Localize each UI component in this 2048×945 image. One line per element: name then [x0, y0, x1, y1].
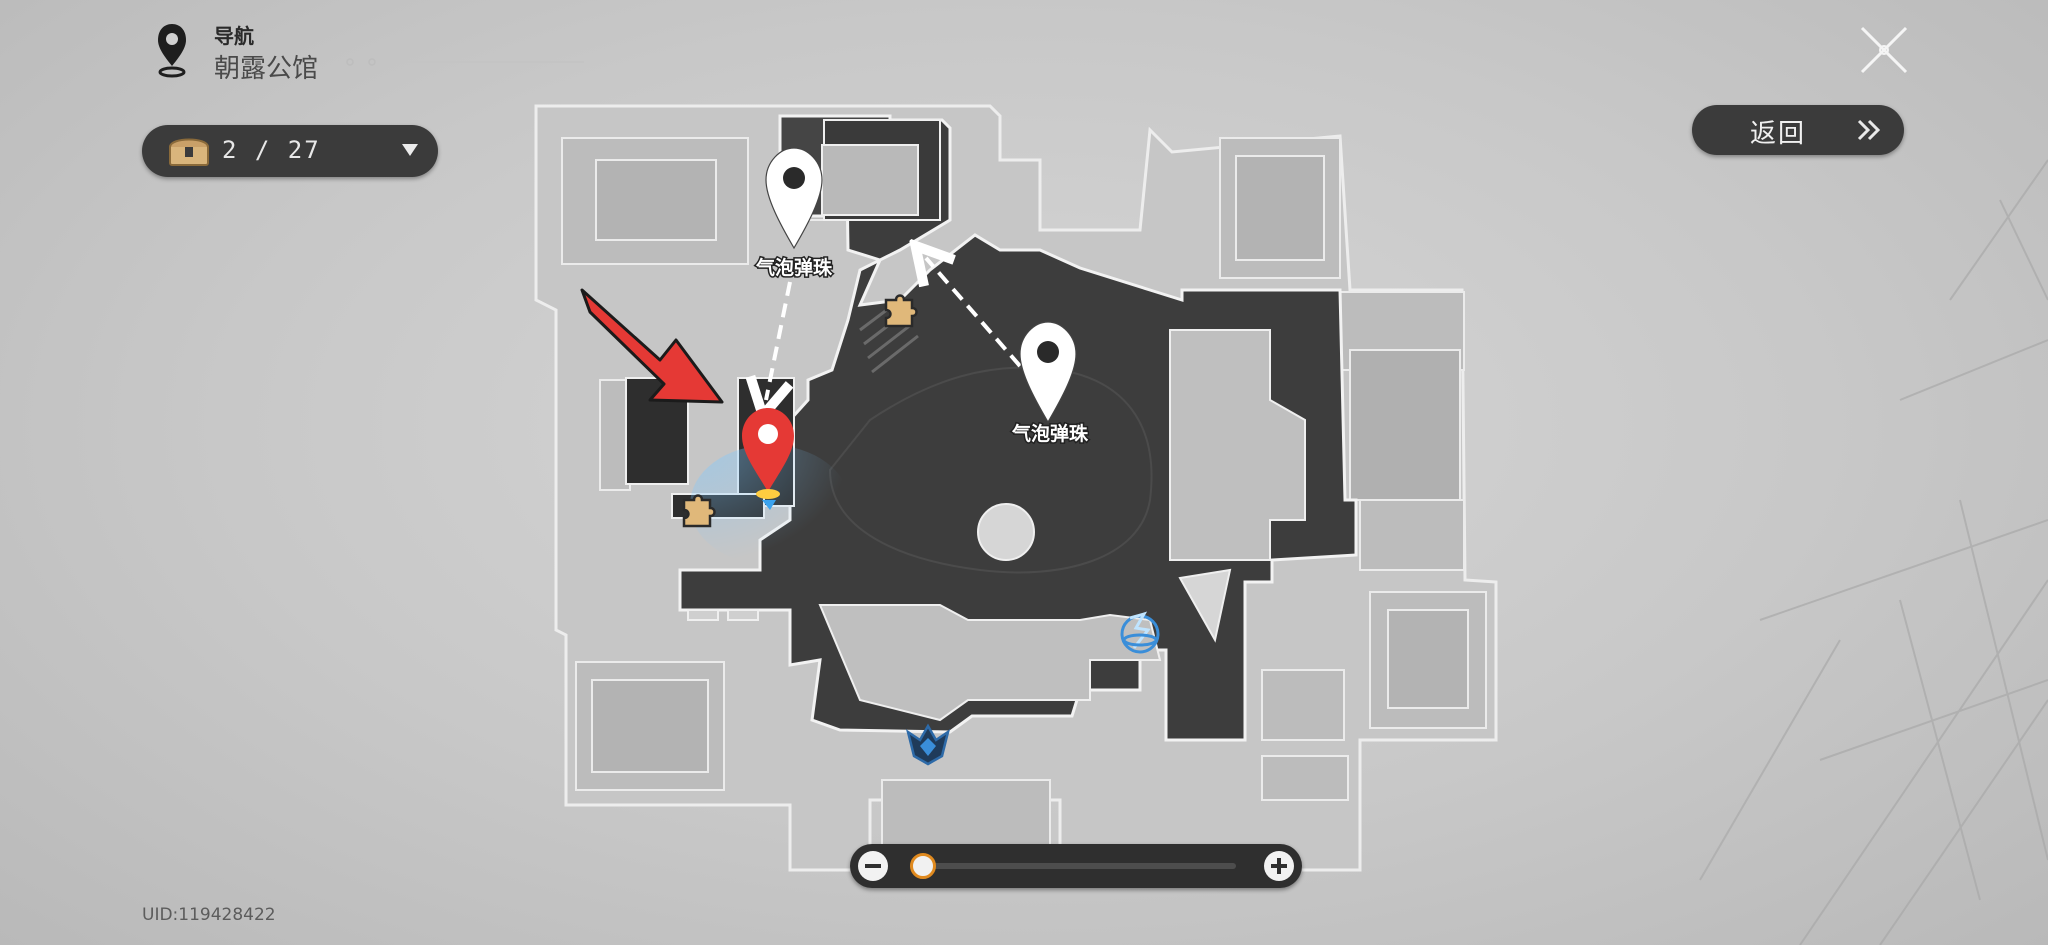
- title-decoration: [346, 58, 584, 66]
- map-pin-icon[interactable]: [765, 147, 823, 250]
- map-pin-label: 气泡弹珠: [755, 256, 833, 279]
- teleport-anchor-icon[interactable]: [1120, 611, 1160, 654]
- back-button[interactable]: 返回: [1692, 105, 1904, 155]
- route-arrow-1: [766, 281, 790, 400]
- close-icon[interactable]: [1858, 24, 1910, 76]
- treasure-chest-icon: [169, 138, 209, 166]
- map-pin-label: 气泡弹珠: [1011, 422, 1089, 445]
- zoom-slider[interactable]: [910, 853, 1236, 879]
- location-pin-icon: [158, 24, 186, 78]
- back-label: 返回: [1750, 119, 1807, 149]
- zoom-control: [850, 844, 1302, 888]
- red-guide-arrow: [580, 288, 724, 404]
- staircase: [859, 298, 919, 374]
- double-chevron-right-icon: [1857, 119, 1881, 141]
- page-title: 导航: [214, 24, 254, 48]
- zoom-in-button[interactable]: [1264, 851, 1294, 881]
- inner-walkway: [828, 366, 1153, 574]
- chest-count: 2 / 27: [222, 136, 321, 164]
- location-name: 朝露公馆: [214, 54, 319, 84]
- zoom-slider-thumb[interactable]: [910, 853, 937, 879]
- user-id: UID:119428422: [142, 905, 276, 925]
- zoom-out-button[interactable]: [858, 851, 888, 881]
- player-location-icon[interactable]: [742, 408, 794, 510]
- puzzle-icon[interactable]: [682, 494, 716, 528]
- background-streets: [1699, 159, 2048, 945]
- map-pin-icon[interactable]: [1019, 321, 1077, 424]
- space-anchor-icon[interactable]: [906, 723, 950, 766]
- route-arrow-2: [926, 258, 1022, 368]
- chest-counter-dropdown[interactable]: 2 / 27: [142, 125, 438, 177]
- chevron-down-icon[interactable]: [402, 144, 418, 156]
- puzzle-icon[interactable]: [884, 294, 918, 328]
